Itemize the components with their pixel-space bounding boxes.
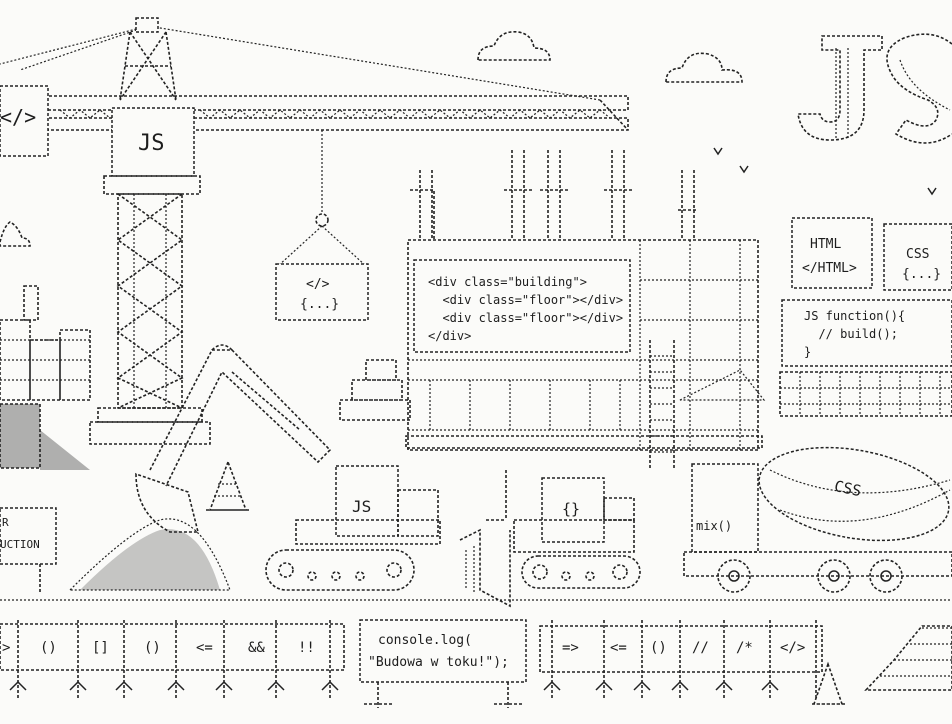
- crane-arm-tag: </>: [0, 105, 36, 129]
- excavator-label: JS: [352, 497, 371, 516]
- billboard-line-4: </div>: [428, 329, 471, 343]
- brick-pile-right: [864, 625, 952, 691]
- excavator: [135, 344, 441, 591]
- brick-piles-left: [0, 285, 231, 591]
- css-card-line1: CSS: [906, 247, 929, 262]
- cloud-icon: [0, 221, 31, 247]
- barrier-left-token-3: []: [92, 640, 109, 656]
- html-card-line1: HTML: [810, 237, 841, 252]
- barrier-left-token-6: &&: [248, 640, 265, 656]
- console-line-1: console.log(: [378, 633, 472, 648]
- tower-crane: [0, 17, 629, 445]
- js-card-line1: JS function(){: [804, 309, 905, 323]
- css-card-line2: {...}: [902, 267, 941, 282]
- building: [339, 150, 766, 470]
- console-board: [359, 619, 527, 708]
- billboard-line-3: <div class="floor"></div>: [428, 311, 623, 325]
- barrier-right-token-4: //: [692, 640, 709, 656]
- console-line-2: "Budowa w toku!");: [368, 655, 509, 670]
- barrier-right-token-5: /*: [736, 640, 753, 656]
- barrier-left-token-7: !!: [298, 640, 315, 656]
- billboard-line-1: <div class="building">: [428, 275, 587, 289]
- billboard-line-2: <div class="floor"></div>: [428, 293, 623, 307]
- traffic-cone-icon: [206, 459, 250, 511]
- barrier-left-token-4: (): [144, 640, 161, 656]
- mixer-drum-label: CSS: [833, 477, 863, 500]
- barrier-right-token-2: <=: [610, 640, 627, 656]
- barrier-right-token-1: =>: [562, 640, 579, 656]
- barrier-left-token-1: >: [2, 640, 10, 656]
- construction-sign: [0, 507, 57, 592]
- bulldozer-label: {}: [562, 500, 580, 518]
- js-logo-large: [797, 33, 952, 144]
- mixer-door-label: mix(): [696, 519, 732, 533]
- crane-cab-label: JS: [138, 131, 165, 156]
- barrier-right: [539, 620, 823, 698]
- bulldozer: [459, 470, 641, 608]
- code-panels: [779, 217, 952, 417]
- traffic-cone-icon: [812, 661, 846, 705]
- crane-load-line2: {...}: [300, 297, 339, 312]
- barrier-right-token-6: </>: [780, 640, 805, 656]
- concrete-mixer: [683, 446, 952, 593]
- js-card-line2: // build();: [804, 327, 898, 341]
- barrier-right-token-3: (): [650, 640, 667, 656]
- barrier-left-token-5: <=: [196, 640, 213, 656]
- cloud-icon: [665, 52, 743, 83]
- barrier-left-token-2: (): [40, 640, 57, 656]
- crane-load-line1: </>: [306, 277, 330, 292]
- js-card-line3: }: [804, 345, 811, 359]
- cloud-icon: [477, 30, 551, 61]
- barrier-left: [0, 620, 345, 698]
- bird-icon: [713, 147, 937, 196]
- html-card-line2: </HTML>: [802, 261, 857, 276]
- sign-line-1: R: [2, 516, 9, 529]
- sign-line-2: UCTION: [0, 538, 40, 551]
